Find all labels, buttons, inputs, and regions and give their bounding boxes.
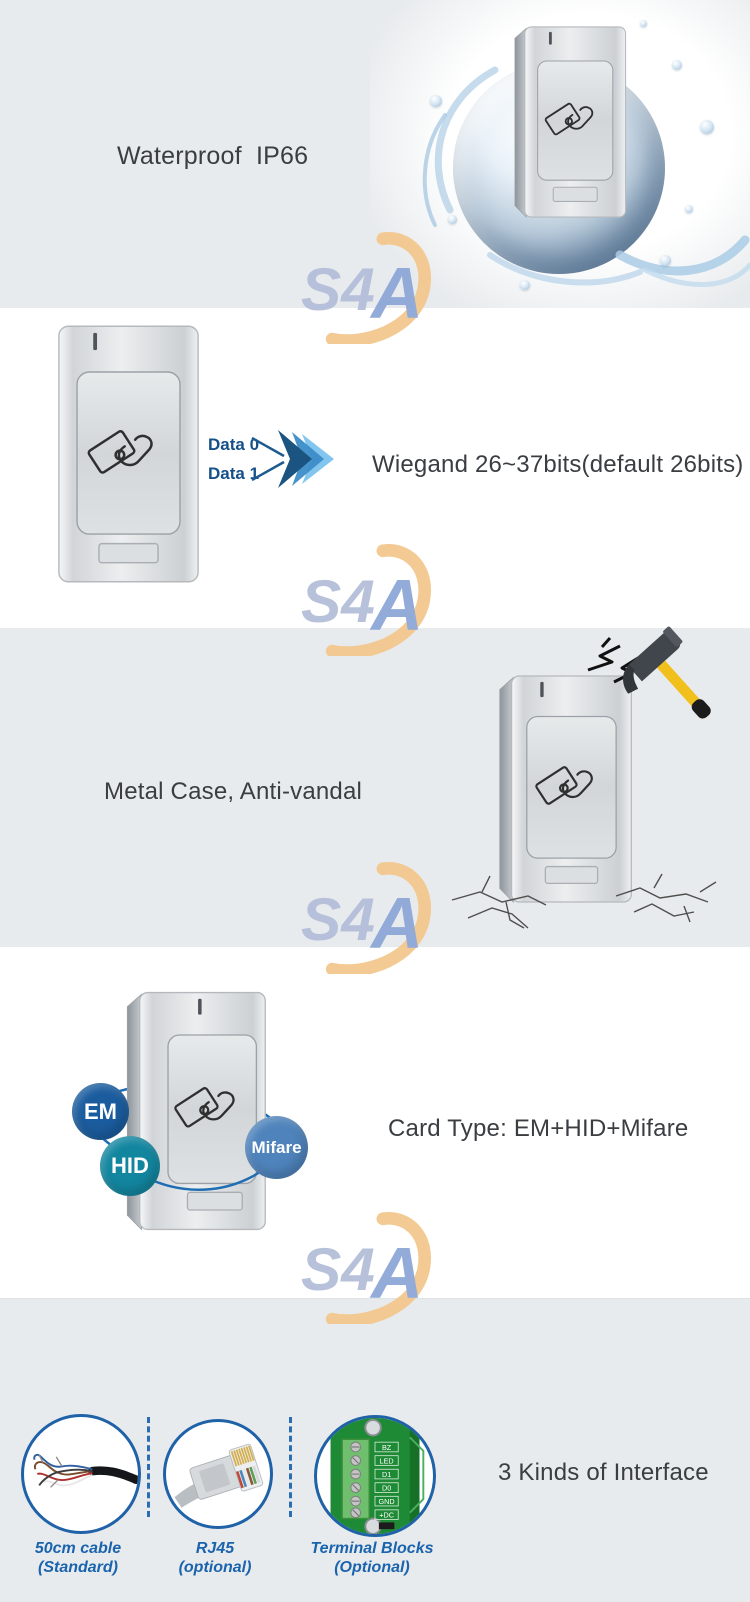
section-interface: BZ LED D1 D0 GND +DC 50cm cable (Standar… [0, 1298, 750, 1602]
data1-label: Data 1 [208, 464, 260, 483]
led-indicator [540, 681, 544, 698]
terminal-label-d0: D0 [382, 1484, 391, 1493]
terminal-blocks-label-line1: Terminal Blocks [310, 1540, 434, 1557]
water-drop-icon [430, 95, 442, 107]
section-title-wiegand: Wiegand 26~37bits(default 26bits) [372, 451, 744, 478]
led-indicator [198, 998, 202, 1015]
water-drop-icon [685, 205, 693, 213]
water-drop-icon [660, 255, 671, 266]
terminal-label-dc: +DC [379, 1511, 394, 1520]
water-drop-icon [672, 60, 682, 70]
section-title-interface: 3 Kinds of Interface [498, 1459, 709, 1486]
terminal-label-bz: BZ [382, 1443, 392, 1452]
card-swipe-icon [87, 430, 153, 474]
mifare-bubble: Mifare [245, 1116, 308, 1179]
em-bubble: EM [72, 1083, 129, 1140]
section-metal-case: Metal Case, Anti-vandal [0, 626, 750, 947]
section-waterproof: Waterproof IP66 [0, 0, 750, 320]
rj45-label: RJ45 (optional) [155, 1539, 275, 1577]
mifare-label: Mifare [251, 1137, 302, 1157]
em-label: EM [84, 1098, 117, 1124]
section-title-waterproof: Waterproof IP66 [117, 142, 309, 170]
terminal-blocks-label-line2: (Optional) [334, 1559, 410, 1576]
terminal-label-gnd: GND [379, 1497, 395, 1506]
hammer-icon [623, 626, 711, 719]
water-drop-icon [448, 215, 457, 224]
terminal-blocks-circle: BZ LED D1 D0 GND +DC [314, 1415, 436, 1537]
led-indicator [93, 332, 98, 351]
hid-bubble: HID [100, 1136, 160, 1196]
water-drop-icon [520, 280, 530, 290]
cracks-icon [451, 873, 717, 929]
card-swipe-icon [174, 1087, 235, 1128]
dashed-separator [147, 1417, 150, 1517]
cable-label-line1: 50cm cable [34, 1540, 122, 1557]
water-splash-icon [422, 66, 750, 288]
hid-label: HID [111, 1153, 149, 1178]
rj45-icon [174, 1443, 264, 1508]
section-wiegand: Data 0 Data 1 Wiegand 26~37bits(default … [0, 308, 750, 628]
terminal-block-icon: BZ LED D1 D0 GND +DC [330, 1418, 425, 1534]
water-drop-icon [700, 120, 714, 134]
cable-label: 50cm cable (Standard) [8, 1539, 148, 1577]
terminal-label-d1: D1 [382, 1470, 391, 1479]
terminal-label-led: LED [380, 1456, 394, 1465]
rj45-circle [163, 1419, 273, 1529]
card-reader-device [499, 675, 632, 903]
water-drop-icon [640, 20, 647, 27]
terminal-blocks-label: Terminal Blocks (Optional) [292, 1539, 452, 1577]
card-reader-device [514, 26, 627, 218]
card-reader-device [58, 325, 199, 583]
cable-icon [33, 1453, 138, 1488]
card-swipe-icon [544, 102, 594, 136]
rj45-label-line2: (optional) [178, 1559, 252, 1576]
section-title-card-type: Card Type: EM+HID+Mifare [388, 1115, 689, 1142]
cable-circle [21, 1414, 141, 1534]
data0-label: Data 0 [208, 435, 260, 454]
led-indicator [548, 31, 552, 45]
dashed-separator [289, 1417, 292, 1517]
card-swipe-icon [535, 766, 593, 805]
section-card-type: EM HID Mifare Card Type: EM+HID+Mifare [0, 947, 750, 1298]
cable-label-line2: (Standard) [38, 1559, 118, 1576]
section-title-metal: Metal Case, Anti-vandal [104, 778, 363, 805]
rj45-label-line1: RJ45 [195, 1540, 235, 1557]
wiegand-arrow-icon [251, 430, 334, 488]
